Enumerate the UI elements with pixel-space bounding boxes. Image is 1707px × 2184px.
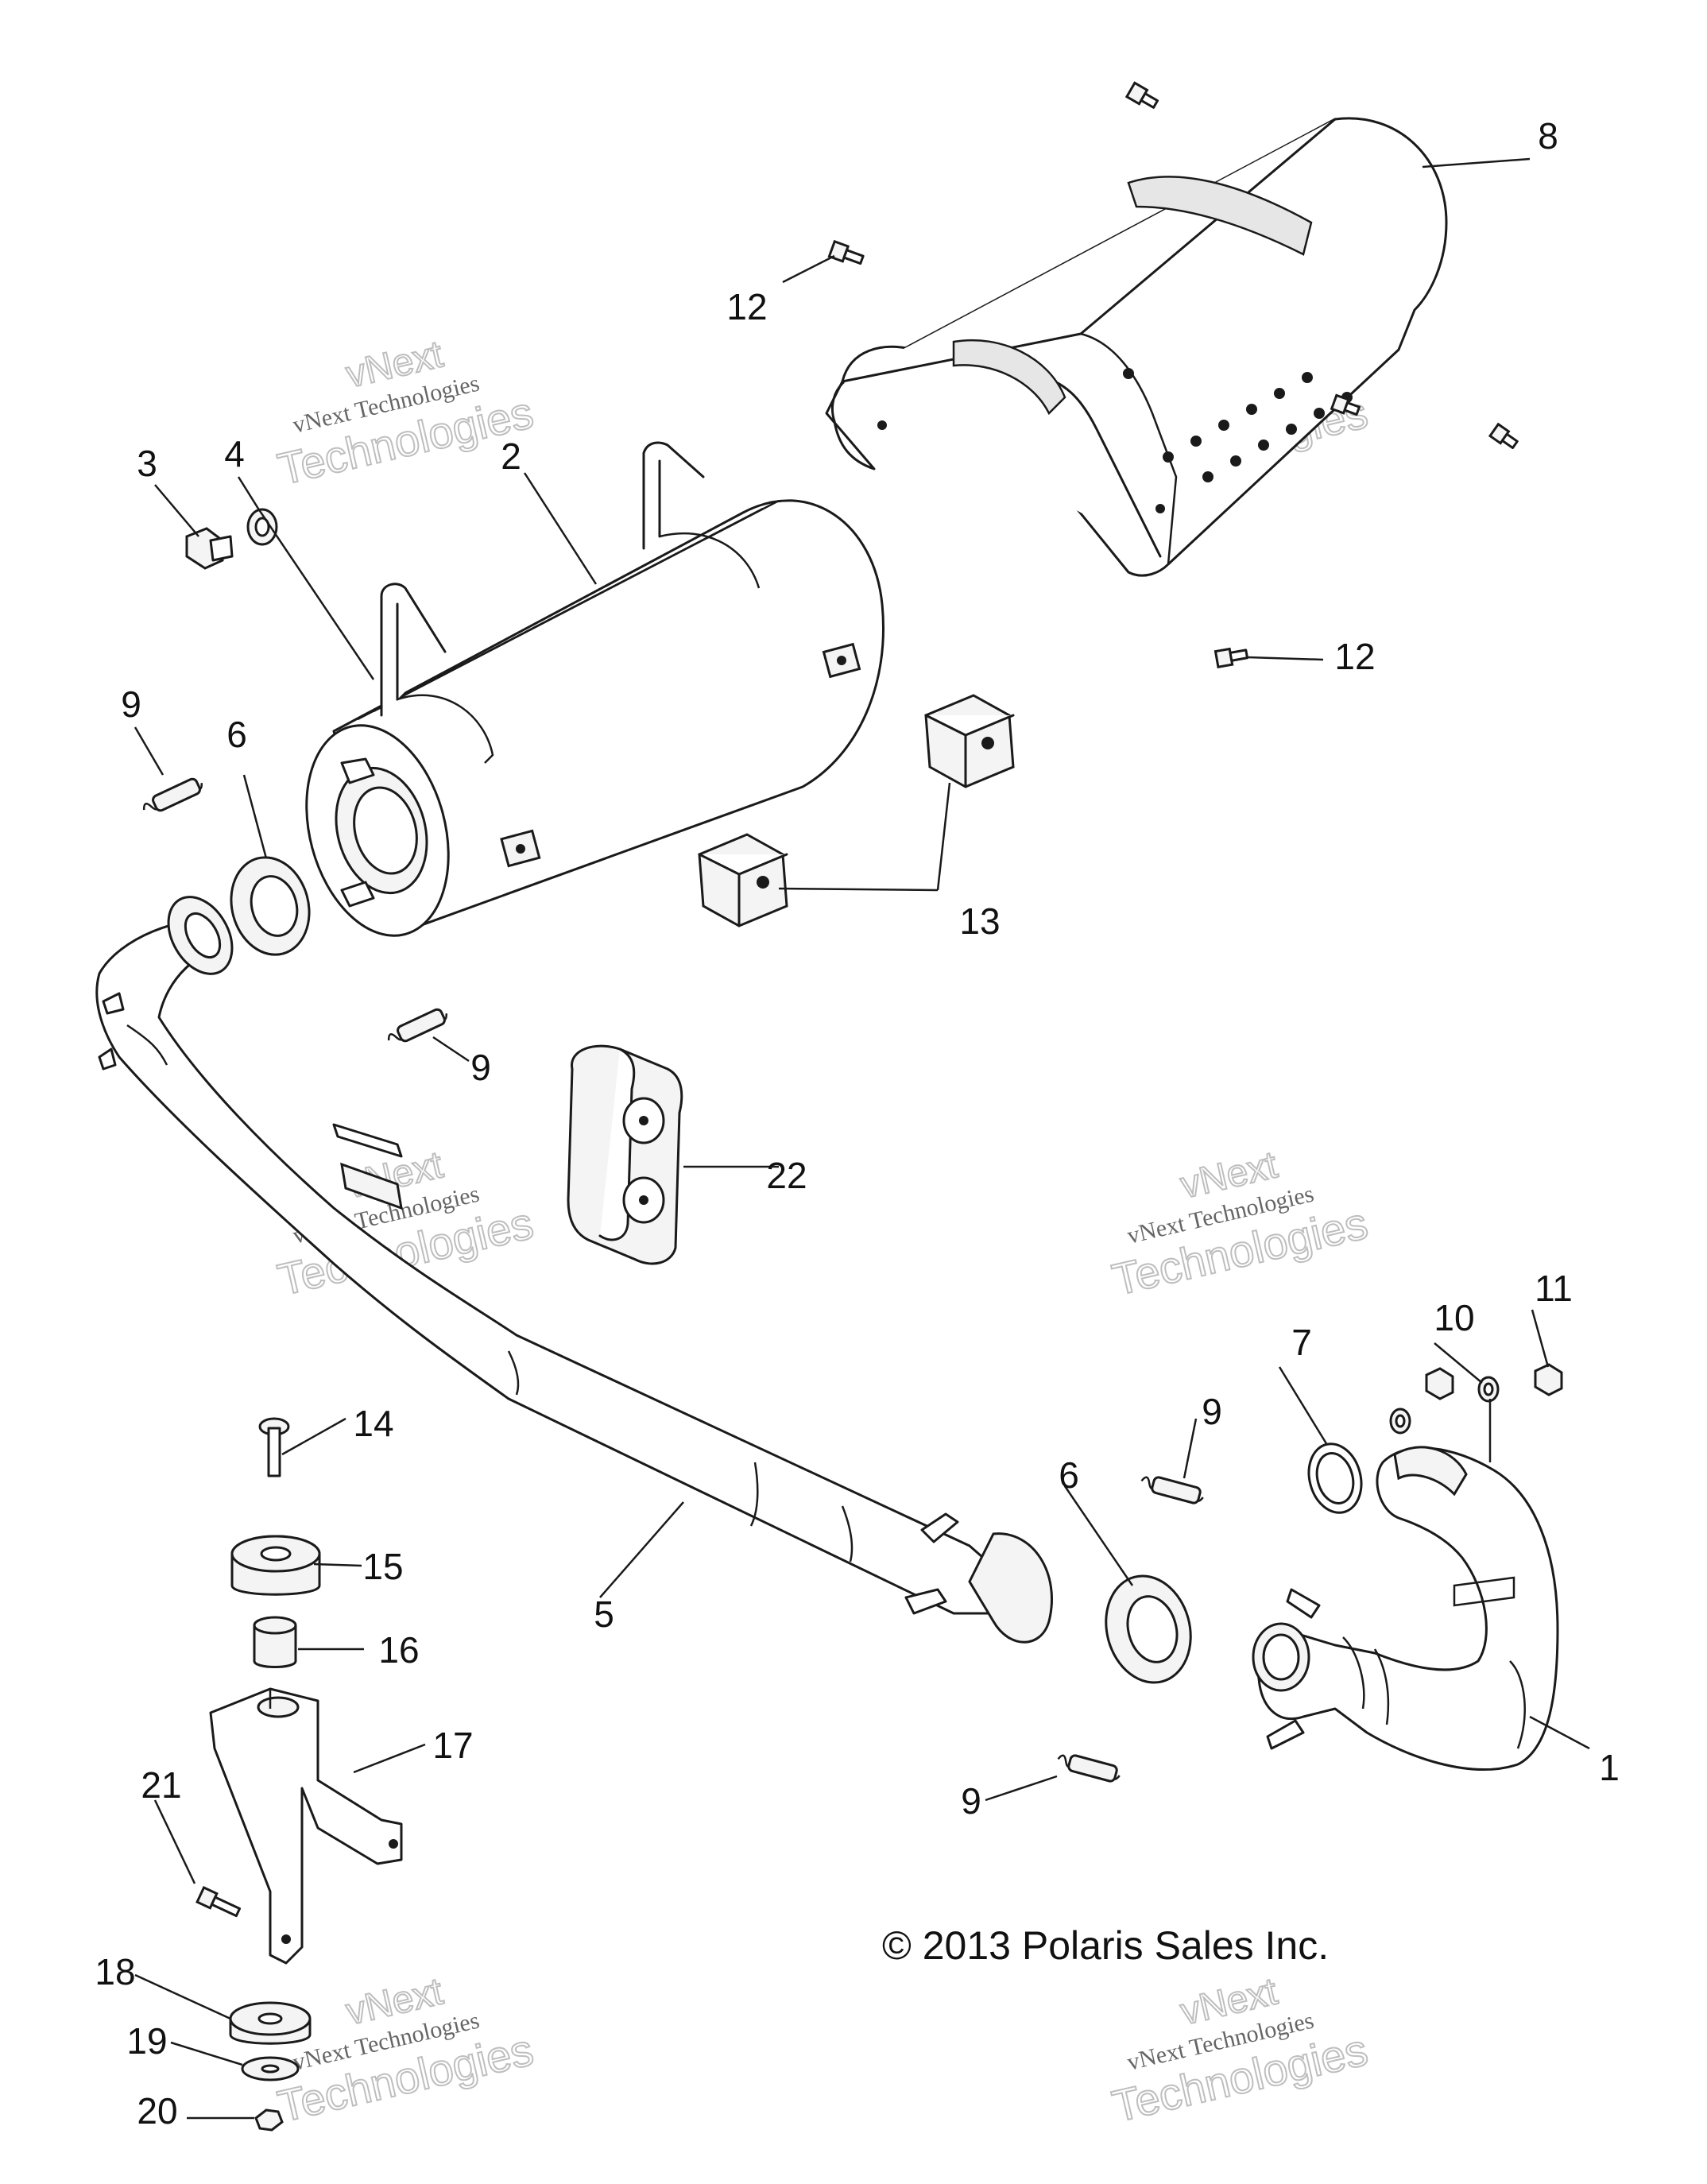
bolt-icon bbox=[1330, 393, 1361, 416]
callout-11: 11 bbox=[1535, 1268, 1573, 1309]
grommet-lower-part bbox=[698, 833, 788, 927]
nut-part-20 bbox=[254, 2108, 284, 2132]
muffler-part bbox=[305, 441, 884, 937]
watermark-top-left: vNext vNext Technologies Technologies bbox=[273, 332, 539, 494]
bushing-part-16 bbox=[253, 1616, 297, 1668]
washer-part-10 bbox=[1389, 1376, 1500, 1435]
spring-right-lower-icon bbox=[1057, 1754, 1121, 1783]
callout-9-upper-left: 9 bbox=[121, 683, 141, 725]
callout-13: 13 bbox=[959, 900, 1000, 942]
isolator-part bbox=[567, 1044, 683, 1265]
grommet-upper-part bbox=[924, 694, 1015, 788]
spring-middle-icon bbox=[387, 1008, 447, 1043]
callout-19: 19 bbox=[126, 2020, 167, 2062]
bolt-icon bbox=[1488, 422, 1519, 450]
seal-ring-part bbox=[1307, 1442, 1363, 1514]
callout-20: 20 bbox=[137, 2090, 177, 2132]
callout-21: 21 bbox=[141, 1764, 181, 1806]
callout-9-middle: 9 bbox=[470, 1047, 491, 1088]
callout-6-upper: 6 bbox=[226, 714, 247, 755]
callout-9-right-upper: 9 bbox=[1202, 1391, 1222, 1432]
rivet-part-14 bbox=[258, 1417, 290, 1477]
watermark-bottom-left: vNext vNext Technologies Technologies bbox=[273, 1969, 539, 2132]
plug-bolt-part bbox=[185, 527, 234, 570]
heat-shield-vent-holes bbox=[877, 368, 1353, 513]
washer-part bbox=[246, 508, 278, 546]
gasket-lower-part bbox=[1105, 1574, 1192, 1684]
callout-17: 17 bbox=[432, 1725, 473, 1766]
washer-part-19 bbox=[241, 2056, 300, 2081]
callout-6-lower: 6 bbox=[1059, 1454, 1079, 1496]
callout-7: 7 bbox=[1291, 1322, 1312, 1363]
callout-14: 14 bbox=[353, 1403, 393, 1444]
spacer-part-15 bbox=[230, 1535, 321, 1596]
callout-2: 2 bbox=[501, 436, 521, 477]
callout-labels: 8 12 12 2 3 4 9 6 9 13 22 7 10 11 9 6 5 … bbox=[95, 115, 1619, 2132]
watermark-mid-right: vNext vNext Technologies Technologies bbox=[1107, 1143, 1373, 1305]
callout-22: 22 bbox=[766, 1155, 807, 1196]
bolt-12-upper-icon bbox=[827, 239, 865, 265]
callout-8: 8 bbox=[1538, 115, 1558, 157]
exhaust-pipe-part bbox=[95, 896, 1053, 1644]
callout-16: 16 bbox=[378, 1629, 419, 1671]
callout-12-lower: 12 bbox=[1334, 636, 1375, 677]
callout-5: 5 bbox=[594, 1593, 614, 1635]
leader-lines bbox=[134, 157, 1590, 2120]
callout-12-upper: 12 bbox=[726, 286, 767, 327]
callout-9-right-lower: 9 bbox=[961, 1780, 981, 1822]
bracket-part-17 bbox=[209, 1687, 403, 1965]
spring-right-upper-icon bbox=[1140, 1476, 1204, 1504]
bolt-part-21 bbox=[195, 1886, 242, 1918]
spring-upper-left-icon bbox=[142, 777, 203, 812]
head-pipe-part bbox=[1252, 1446, 1559, 1771]
callout-3: 3 bbox=[137, 443, 157, 484]
hanger-stud-part bbox=[332, 1123, 403, 1210]
heat-shield-part bbox=[825, 117, 1448, 577]
bolt-12-lower-icon bbox=[1213, 647, 1249, 669]
spacer-part-18 bbox=[229, 2001, 312, 2045]
callout-4: 4 bbox=[224, 433, 245, 474]
watermark-bottom-right: vNext vNext Technologies Technologies bbox=[1107, 1969, 1373, 2132]
bolt-icon bbox=[1124, 81, 1159, 109]
callout-15: 15 bbox=[362, 1546, 403, 1587]
callout-10: 10 bbox=[1434, 1297, 1474, 1338]
nut-part-11 bbox=[1425, 1363, 1563, 1400]
copyright-notice: © 2013 Polaris Sales Inc. bbox=[882, 1923, 1329, 1968]
gasket-upper-part bbox=[230, 856, 311, 956]
callout-18: 18 bbox=[95, 1951, 135, 1992]
callout-1: 1 bbox=[1599, 1747, 1620, 1788]
